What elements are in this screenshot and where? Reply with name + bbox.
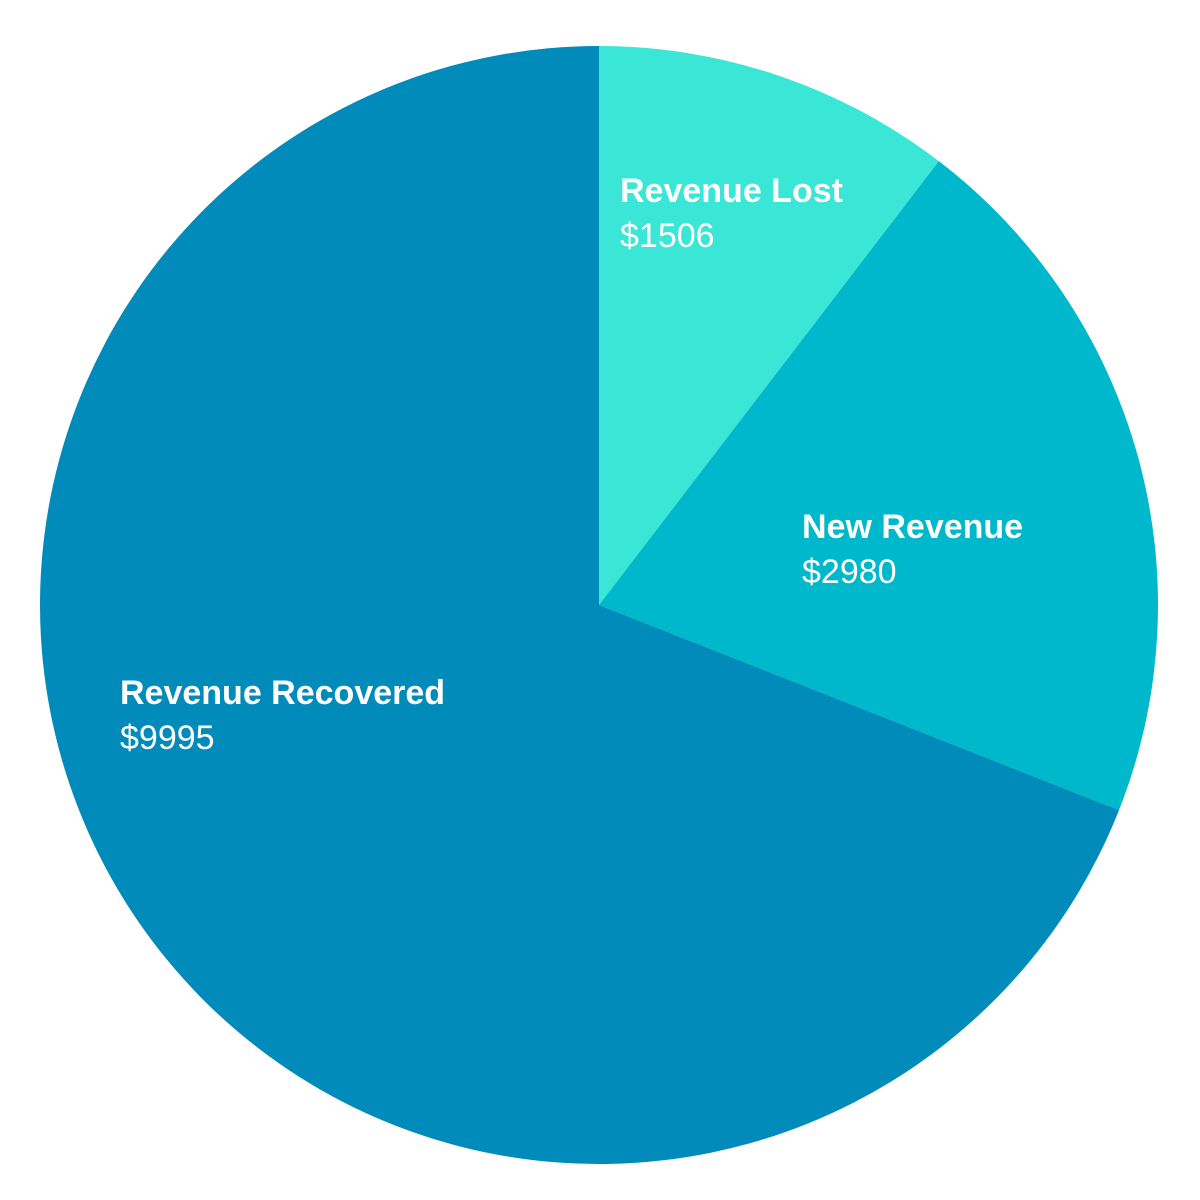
slice-label-revenue-recovered: Revenue Recovered <box>120 674 445 712</box>
slice-label-group-new-revenue: New Revenue $2980 <box>802 508 1023 591</box>
slice-label-group-revenue-recovered: Revenue Recovered $9995 <box>120 674 445 757</box>
slice-value-revenue-recovered: $9995 <box>120 719 215 757</box>
slice-label-new-revenue: New Revenue <box>802 508 1023 546</box>
pie-slices <box>39 46 1158 1165</box>
slice-value-new-revenue: $2980 <box>802 553 897 591</box>
pie-slice-revenue-lost <box>599 46 939 605</box>
pie-slice-revenue-recovered <box>39 46 1120 1165</box>
pie-slice-new-revenue <box>599 161 1158 811</box>
slice-label-group-revenue-lost: Revenue Lost $1506 <box>620 172 843 255</box>
slice-value-revenue-lost: $1506 <box>620 217 715 255</box>
slice-label-revenue-lost: Revenue Lost <box>620 172 843 210</box>
